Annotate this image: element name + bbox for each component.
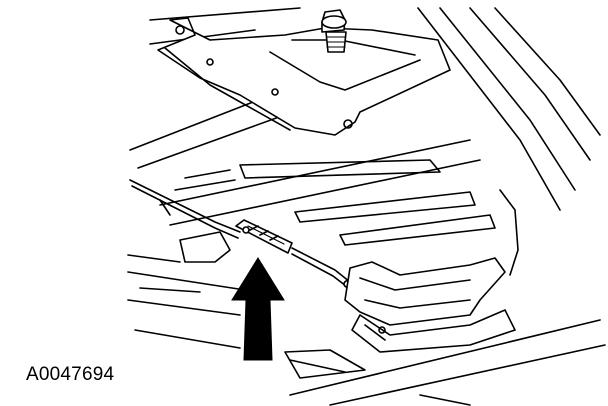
figure-reference-code: A0047694	[26, 364, 115, 385]
heat-shield	[127, 199, 231, 293]
upward-arrow-icon	[231, 257, 285, 361]
brake-cable	[129, 179, 357, 289]
frame-rail	[344, 189, 519, 353]
floor-pan-lines	[127, 7, 606, 406]
lower-plate	[284, 349, 366, 379]
upper-mount-bracket	[157, 17, 451, 136]
floor-reinforcement-slots	[174, 159, 496, 246]
mounting-stud	[321, 9, 347, 53]
cable-adjuster	[235, 219, 293, 254]
